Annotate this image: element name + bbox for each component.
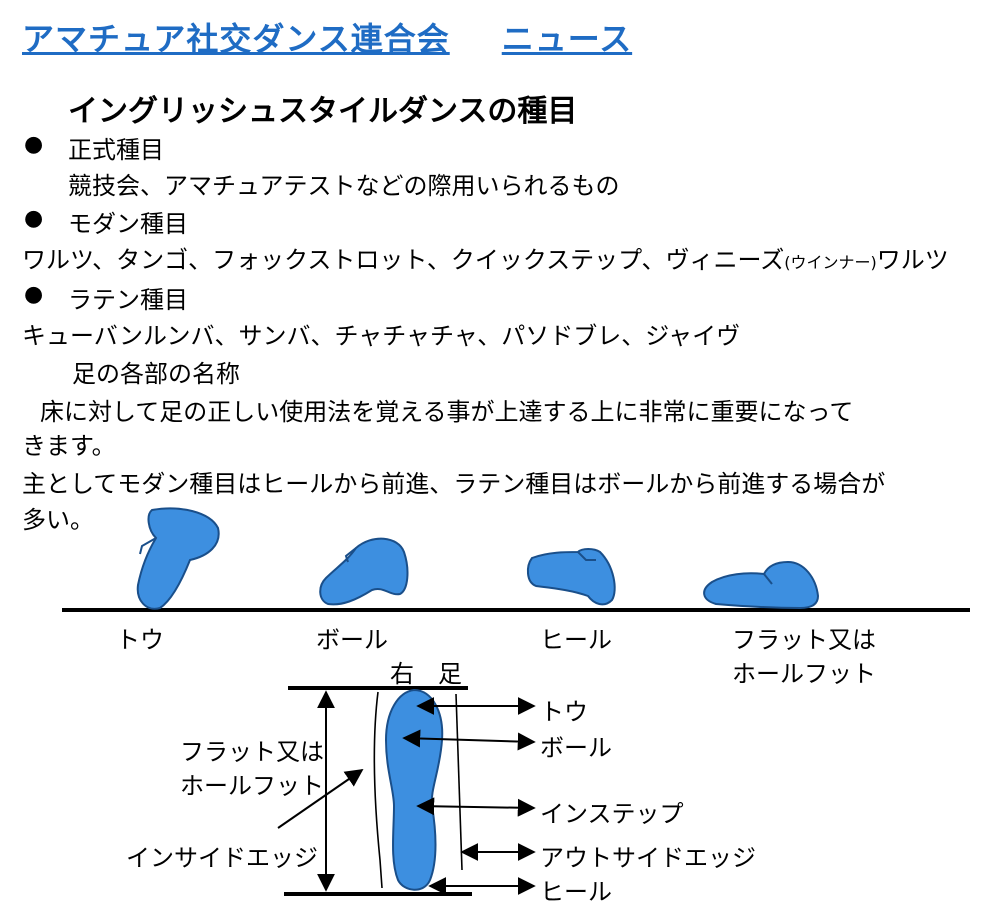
right-foot-title: 右 足 (390, 660, 462, 688)
paragraph-2-line-1: 主としてモダン種目はヒールから前進、ラテン種目はボールから前進する場合が (22, 470, 886, 498)
inside-guide-line (373, 691, 383, 889)
right-foot-sole (384, 688, 444, 891)
section-label-official: 正式種目 (68, 136, 164, 164)
rf-label-ball: ボール (540, 734, 612, 762)
bullet-icon: ● (24, 132, 44, 157)
rf-label-flat-line-1: フラット又は (180, 738, 324, 766)
paragraph-2-line-2: 多い。 (22, 506, 94, 534)
foot-ball-shape (319, 537, 409, 606)
foot-heel-shape (526, 548, 616, 606)
org-name[interactable]: アマチュア社交ダンス連合会 (22, 20, 450, 58)
modern-dances: ワルツ、タンゴ、フォックストロット、クイックステップ、ヴィニーズ (22, 246, 785, 274)
section-label-modern: モダン種目 (68, 210, 188, 238)
section-text-modern: ワルツ、タンゴ、フォックストロット、クイックステップ、ヴィニーズ(ウインナー)ワ… (22, 240, 949, 275)
modern-dances-end: ワルツ (876, 246, 949, 274)
ball-pointer (402, 729, 536, 751)
rf-label-flat-line-2: ホールフット (180, 772, 324, 800)
label-heel: ヒール (540, 626, 612, 654)
foot-heading: 足の各部の名称 (72, 360, 240, 388)
bullet-icon: ● (24, 282, 44, 307)
bullet-icon: ● (24, 206, 44, 231)
section-text-official: 競技会、アマチュアテストなどの際用いられるもの (68, 172, 620, 200)
foot-flat-shape (703, 560, 820, 610)
rf-label-inside-edge: インサイドエッジ (126, 844, 318, 872)
rf-label-heel: ヒール (540, 878, 612, 906)
label-ball: ボール (316, 626, 388, 654)
label-flat-line-2: ホールフット (732, 660, 876, 688)
section-label-latin: ラテン種目 (68, 286, 188, 314)
paragraph-1-line-2: きます。 (22, 432, 116, 460)
news-link[interactable]: ニュース (501, 20, 633, 58)
rf-label-outside-edge: アウトサイドエッジ (540, 844, 756, 872)
modern-dances-aside: (ウインナー) (784, 253, 877, 272)
instep-pointer (416, 797, 536, 817)
paragraph-1-line-1: 床に対して足の正しい使用法を覚える事が上達する上に非常に重要になって (40, 398, 854, 426)
rf-label-instep: インステップ (540, 800, 684, 828)
page-title: イングリッシュスタイルダンスの種目 (68, 94, 578, 129)
section-text-latin: キューバンルンバ、サンバ、チャチャチャ、パソドブレ、ジャイヴ (22, 322, 741, 350)
site-header[interactable]: アマチュア社交ダンス連合会 ニュース (22, 14, 632, 60)
inside-edge-pointer (277, 768, 364, 829)
label-toe: トウ (116, 626, 164, 654)
outside-guide-line (455, 693, 463, 871)
foot-toe-shape (136, 507, 220, 610)
label-flat-line-1: フラット又は (732, 626, 876, 654)
rf-label-toe: トウ (540, 698, 588, 726)
